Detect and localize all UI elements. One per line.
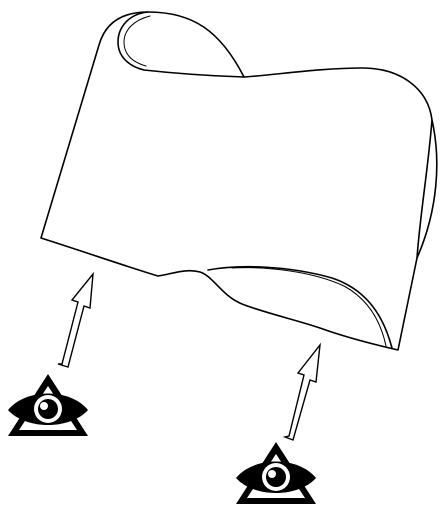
curved-surface-sheet: [40, 11, 438, 351]
eye-icon-right: [236, 442, 316, 504]
sheet-outline: [40, 11, 438, 351]
view-arrow-left: [57, 271, 94, 368]
sheet-right-edge: [416, 119, 433, 259]
sheet-top-curl-inner: [123, 15, 151, 67]
sheet-bottom-curl-inner: [231, 267, 387, 347]
eye-icon-left: [8, 374, 88, 436]
sheet-bottom-curl: [207, 265, 393, 349]
sheet-top-curl: [117, 11, 245, 78]
view-arrow-right: [282, 342, 321, 441]
